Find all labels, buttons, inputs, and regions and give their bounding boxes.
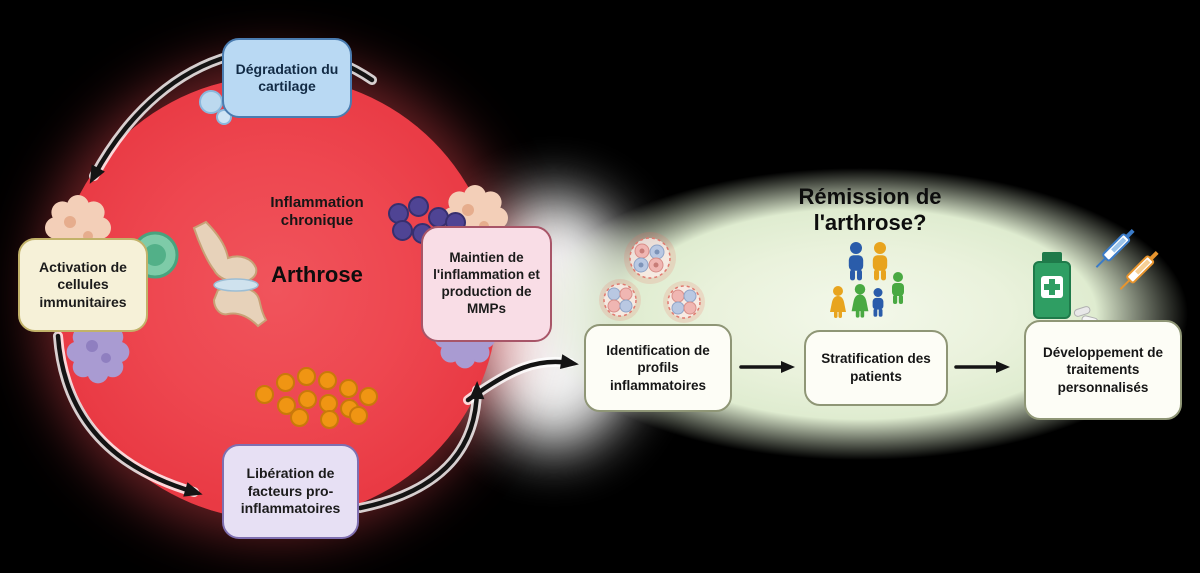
chronic-inflammation-label: Inflammation chronique — [270, 194, 364, 229]
proinflammatory-factors-box: Libération de facteurs pro-inflammatoire… — [222, 444, 359, 539]
orange-molecule-dot — [339, 379, 358, 398]
arthrose-label: Arthrose — [271, 262, 363, 287]
cartilage-degradation-box: Dégradation du cartilage — [222, 38, 352, 118]
inflammation-maintenance-label: Maintien de l'inflammation et production… — [433, 250, 540, 316]
cell-cluster-icon — [624, 232, 676, 284]
orange-molecule-dot — [349, 406, 368, 425]
cell-cluster-icon — [663, 281, 705, 323]
proinflammatory-factors-label: Libération de facteurs pro-inflammatoire… — [240, 465, 341, 517]
arrow-liberation-to-maintien — [357, 381, 485, 511]
arrow-cycle-to-remission — [465, 354, 579, 403]
knee-joint-illustration — [192, 220, 268, 328]
inflammatory-cell-cluster-icons — [599, 232, 705, 323]
orange-molecule-dot — [318, 371, 337, 390]
cell-cluster-icon — [599, 279, 641, 321]
orange-molecule-dot — [298, 390, 317, 409]
medicine-bottle-icon — [1033, 252, 1071, 319]
orange-molecule-dot — [290, 408, 309, 427]
step-stratification-label: Stratification des patients — [821, 351, 931, 384]
orange-molecule-dot — [297, 367, 316, 386]
syringe-icon — [1119, 251, 1159, 290]
treatment-icons — [1033, 229, 1159, 326]
syringe-icon — [1095, 229, 1135, 268]
inflammation-maintenance-box: Maintien de l'inflammation et production… — [421, 226, 552, 342]
immune-activation-box: Activation de cellules immunitaires — [18, 238, 148, 332]
cartilage-fragment-icon — [199, 90, 232, 125]
step-identification-box: Identification de profils inflammatoires — [584, 324, 732, 412]
orange-molecule-dot — [277, 396, 296, 415]
step-stratification-box: Stratification des patients — [804, 330, 948, 406]
arrow-activation-to-liberation — [55, 333, 203, 497]
cartilage-degradation-label: Dégradation du cartilage — [235, 60, 339, 95]
immune-cell-purple-left — [66, 320, 130, 384]
purple-cell-dot — [408, 196, 429, 217]
immune-activation-label: Activation de cellules immunitaires — [39, 258, 127, 310]
step-treatments-box: Développement de traitements personnalis… — [1024, 320, 1182, 420]
orange-molecule-dot — [255, 385, 274, 404]
remission-title: Rémission de l'arthrose? — [798, 184, 942, 236]
orange-molecule-dot — [359, 387, 378, 406]
orange-molecule-dot — [276, 373, 295, 392]
orange-molecule-dot — [320, 410, 339, 429]
step-treatments-label: Développement de traitements personnalis… — [1042, 344, 1164, 395]
step-identification-label: Identification de profils inflammatoires — [606, 342, 710, 393]
